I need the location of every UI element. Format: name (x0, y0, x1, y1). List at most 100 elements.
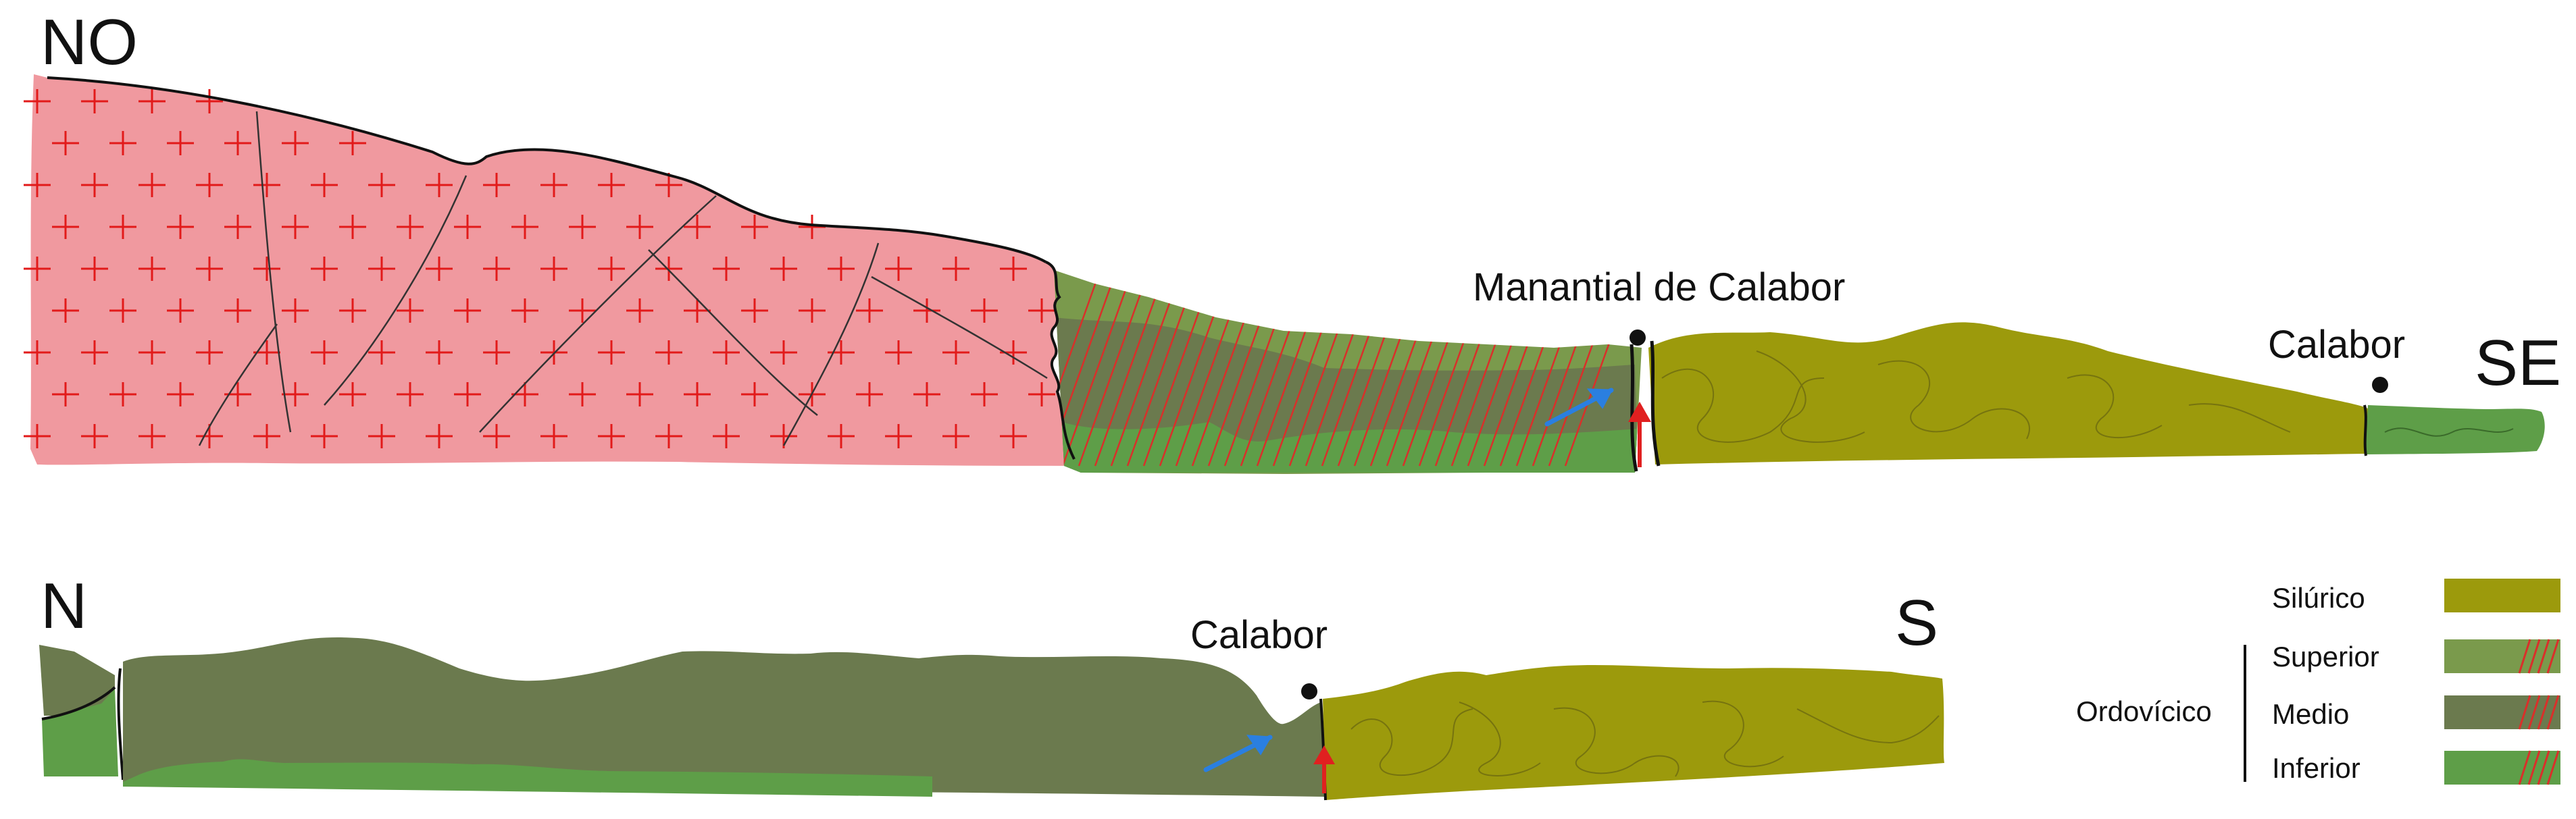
granite-cross (109, 298, 136, 323)
lower-left-fault (117, 668, 124, 781)
granite-cross (24, 424, 51, 448)
granite-cross (483, 257, 510, 281)
granite-cross (397, 215, 424, 239)
label-s: S (1895, 587, 1938, 659)
granite-cross (397, 382, 424, 406)
granite-contact-line (1045, 261, 1076, 460)
granite-cross (828, 257, 855, 281)
granite-cross (483, 424, 510, 448)
label-calabor-lower: Calabor (1190, 613, 1328, 657)
granite-cross (52, 131, 79, 155)
calabor-location-point-upper (2372, 377, 2388, 393)
granite-cross (483, 340, 510, 365)
granite-cross (942, 424, 969, 448)
granite-cross (741, 215, 768, 239)
granite-cross (655, 173, 682, 197)
fault-hatch-line (1110, 276, 1180, 467)
lower-section: N S Calabor (39, 570, 1944, 801)
granite-cross (81, 89, 108, 113)
granite-cross (426, 340, 453, 365)
legend-label-ordovicico: Ordovícico (2076, 695, 2212, 727)
granite-cross (540, 424, 567, 448)
granite-cross (598, 173, 625, 197)
granite-cross (368, 340, 395, 365)
granite-cross (339, 298, 366, 323)
granite-cross (52, 382, 79, 406)
granite-cross (1028, 382, 1055, 406)
label-se: SE (2475, 327, 2561, 399)
legend-label-medio: Medio (2272, 698, 2349, 730)
legend-label-superior: Superior (2272, 641, 2379, 672)
granite-cross (828, 340, 855, 365)
granite-cross (426, 257, 453, 281)
lower-left-contact (41, 686, 116, 720)
granite-cross (626, 298, 653, 323)
granite-cross (828, 424, 855, 448)
granite-cross (311, 257, 338, 281)
granite-cross (1028, 298, 1055, 323)
granite-cross (138, 173, 166, 197)
lower-flow-blue-arrow (1203, 735, 1273, 772)
legend-fault-hatching (2518, 639, 2560, 785)
granite-cross (655, 340, 682, 365)
granite-cross (196, 89, 223, 113)
granite-cross (24, 257, 51, 281)
granite-cross (913, 298, 940, 323)
granite-cross (741, 298, 768, 323)
granite-cross (799, 298, 826, 323)
granite-cross (339, 131, 366, 155)
legend: Silúrico Ordovícico Superior Medio Infer… (2076, 579, 2560, 785)
granite-cross (282, 131, 309, 155)
granite-cross (454, 382, 481, 406)
legend-hatch-line (2518, 750, 2531, 785)
granite-cross (311, 424, 338, 448)
granite-cross (971, 298, 998, 323)
label-manantial: Manantial de Calabor (1473, 265, 1845, 309)
granite-cross (885, 340, 912, 365)
label-no: NO (41, 6, 138, 78)
granite-cross (196, 173, 223, 197)
granite-cross (196, 340, 223, 365)
granite-crosses (24, 89, 1055, 448)
granite-cross (24, 173, 51, 197)
ordovicico-medio-left-block (39, 645, 115, 716)
legend-swatch-silurico (2444, 579, 2560, 612)
granite-cross (81, 340, 108, 365)
fault-hatch-line (1061, 276, 1132, 467)
granite-cross (81, 257, 108, 281)
legend-hatch-line (2546, 695, 2560, 730)
granite-cross (511, 215, 538, 239)
legend-hatch-line (2546, 639, 2560, 674)
label-calabor-upper: Calabor (2268, 323, 2405, 367)
granite-cross (81, 424, 108, 448)
granite-cross (598, 424, 625, 448)
granite-cross (684, 298, 711, 323)
granite-cross (224, 298, 251, 323)
granite-cross (713, 257, 740, 281)
granite-cross (167, 131, 194, 155)
granite-cross (598, 340, 625, 365)
legend-swatch-superior (2444, 639, 2560, 673)
fault-hatch-line (1126, 276, 1196, 467)
granite-cross (569, 298, 596, 323)
silurico-lower (1323, 665, 1944, 800)
granite-cross (971, 382, 998, 406)
silurico-lower-folds (1350, 700, 1940, 777)
granite-cross (109, 215, 136, 239)
legend-hatch-line (2537, 750, 2550, 785)
granite-cross (454, 215, 481, 239)
granite-cross (885, 257, 912, 281)
granite-cross (167, 382, 194, 406)
ordovicico-inferior-left-block (42, 689, 118, 776)
granite-cross (282, 382, 309, 406)
legend-hatch-line (2537, 695, 2550, 730)
granite-cross (109, 382, 136, 406)
granite-cross (483, 173, 510, 197)
legend-hatch-line (2518, 695, 2531, 730)
granite-cross (224, 131, 251, 155)
legend-hatch-line (2546, 750, 2560, 785)
granite-cross (24, 340, 51, 365)
granite-cross (339, 382, 366, 406)
lower-flow-red-arrow (1313, 745, 1335, 793)
spring-flow-red-arrow (1628, 402, 1651, 467)
